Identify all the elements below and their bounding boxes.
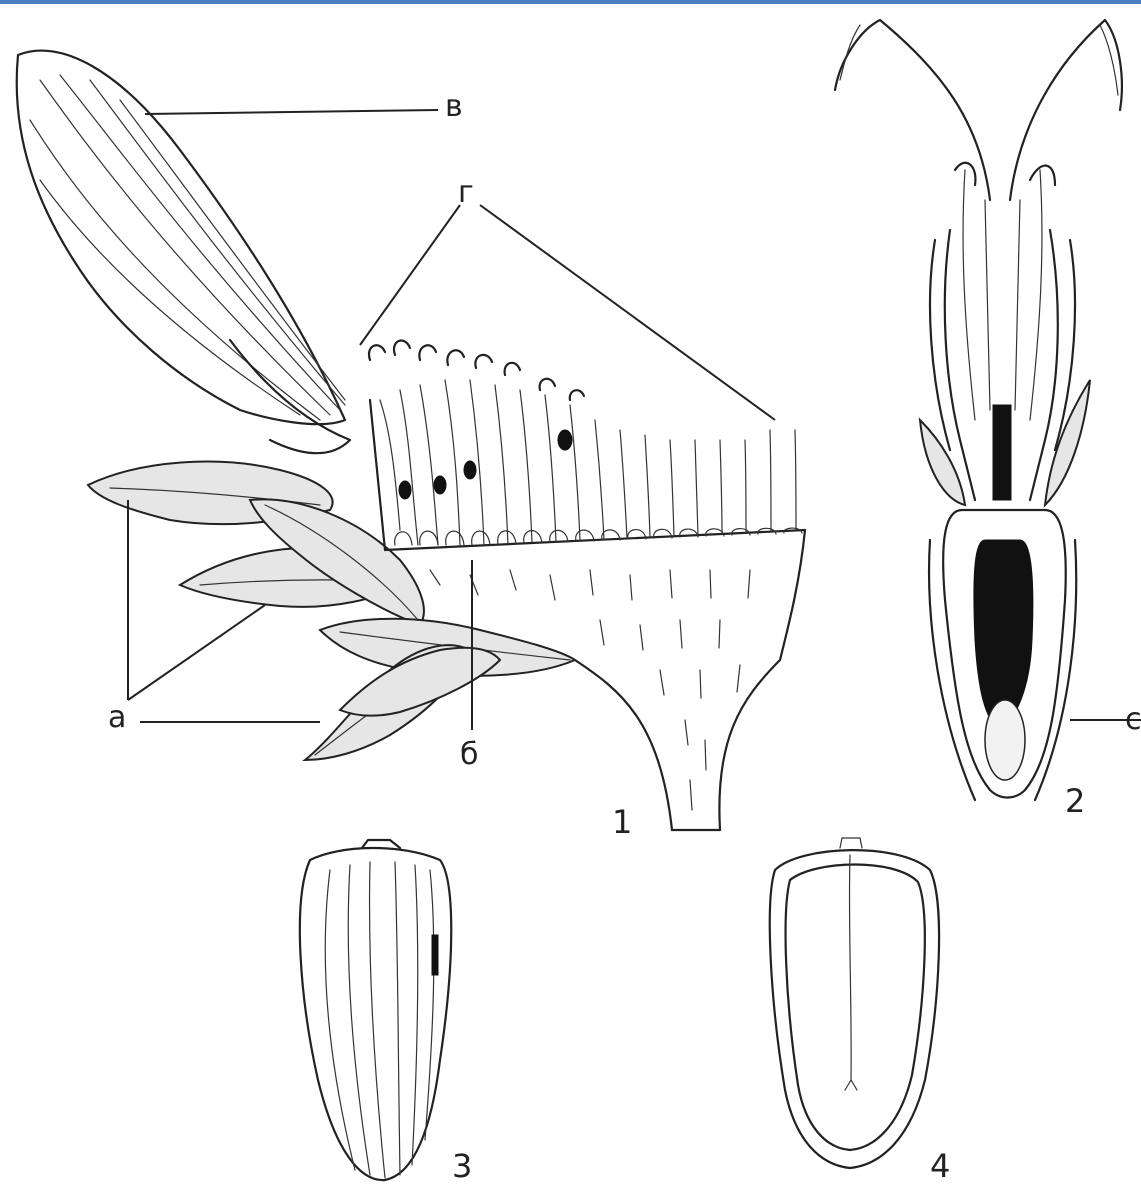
figure-number-1: 1 [612, 806, 632, 838]
label-b: б [460, 740, 479, 770]
receptacle-and-stem [430, 530, 805, 830]
label-c: с [1125, 705, 1141, 735]
figure-4-achene-section [770, 838, 939, 1168]
label-a: а [108, 703, 126, 733]
figure-1-inflorescence [17, 51, 805, 830]
figure-2-floret-section [835, 20, 1141, 800]
label-v: в [445, 92, 463, 122]
involucral-bracts [88, 462, 575, 760]
figure-number-2: 2 [1065, 785, 1085, 817]
disc-florets [369, 341, 805, 550]
figure-number-3: 3 [452, 1150, 472, 1182]
figure-3-achene-exterior [300, 840, 451, 1180]
label-g: г [458, 178, 474, 208]
figure-number-4: 4 [930, 1150, 950, 1182]
